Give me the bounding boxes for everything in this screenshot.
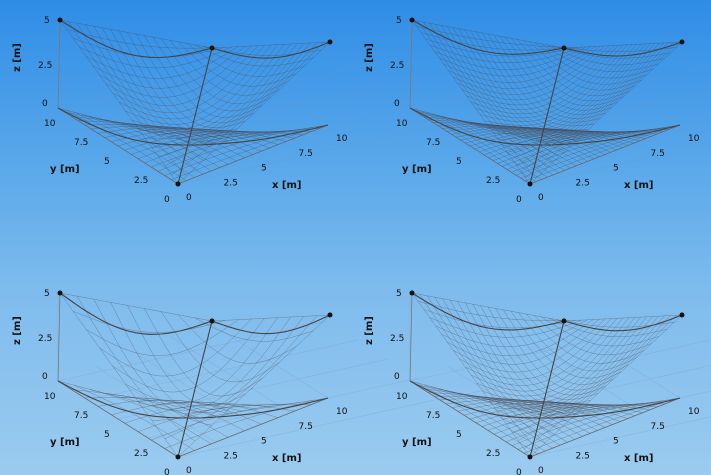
x-tick-label: 10 [688,407,700,417]
y-tick-label: 2.5 [486,449,500,459]
z-axis-label: z [m] [364,43,375,72]
anchor-point [527,181,533,187]
z-tick-label: 0 [394,372,400,382]
y-axis-label: y [m] [50,437,80,448]
anchor-point [175,181,181,187]
z-tick-label: 2.5 [390,334,404,344]
y-tick-label: 0 [164,195,170,205]
x-tick-label: 10 [336,407,348,417]
x-axis-label: x [m] [624,453,654,464]
x-tick-label: 7.5 [299,149,313,159]
y-tick-label: 10 [44,392,56,402]
tick-labels: 0 2.5 5 0 2.5 5 7.5 10 0 2.5 5 7.5 10 [390,289,700,475]
boundary-cables [57,292,331,458]
anchor-point [561,45,567,51]
membrane-mesh [57,292,331,458]
anchor-point [527,454,533,460]
x-tick-label: 0 [538,466,544,475]
x-tick-label: 2.5 [224,178,238,188]
x-axis-label: x [m] [624,180,654,191]
tick-labels: 0 2.5 5 0 2.5 5 7.5 10 0 2.5 5 7.5 10 [38,289,348,475]
anchor-point [409,17,415,23]
y-tick-label: 7.5 [74,411,88,421]
y-axis-label: y [m] [402,164,432,175]
y-tick-label: 0 [516,468,522,475]
x-tick-label: 10 [336,134,348,144]
z-axis-label: z [m] [364,316,375,345]
z-tick-label: 5 [396,16,402,26]
y-tick-label: 5 [456,430,462,440]
anchor-point [57,290,63,296]
x-tick-label: 5 [261,437,267,447]
panel-top-right: 0 2.5 5 0 2.5 5 7.5 10 0 2.5 5 7.5 10 z [m] y [m] x [m] [364,16,711,205]
y-tick-label: 5 [104,157,110,167]
panel-grid [57,20,449,185]
panel-grid [57,293,449,458]
panel-bottom-right: 0 2.5 5 0 2.5 5 7.5 10 0 2.5 5 7.5 10 z [m] y [m] x [m] [364,289,711,475]
y-axis-label: y [m] [402,437,432,448]
y-tick-label: 7.5 [74,138,88,148]
panel-top-left: 0 2.5 5 0 2.5 5 7.5 10 0 2.5 5 7.5 10 z [m] y [m] x [m] [12,16,449,205]
y-axis-label: y [m] [50,164,80,175]
y-tick-label: 10 [396,392,408,402]
x-tick-label: 0 [538,193,544,203]
anchor-point [209,45,215,51]
x-tick-label: 2.5 [576,451,590,461]
x-axis-label: x [m] [272,453,302,464]
x-tick-label: 10 [688,134,700,144]
boundary-cables [409,19,683,185]
z-tick-label: 5 [396,289,402,299]
z-tick-label: 0 [42,99,48,109]
x-tick-label: 2.5 [224,451,238,461]
z-tick-label: 5 [44,289,50,299]
anchor-point [57,17,63,23]
anchor-point [409,290,415,296]
x-tick-label: 0 [186,193,192,203]
y-tick-label: 7.5 [426,138,440,148]
y-tick-label: 0 [516,195,522,205]
x-tick-label: 7.5 [299,422,313,432]
z-tick-label: 2.5 [38,334,52,344]
z-axis-label: z [m] [12,316,23,345]
boundary-cables [409,292,683,458]
x-tick-label: 7.5 [651,149,665,159]
x-tick-label: 2.5 [576,178,590,188]
y-tick-label: 2.5 [486,176,500,186]
y-tick-label: 5 [456,157,462,167]
anchor-point [327,39,333,45]
y-tick-label: 10 [44,119,56,129]
anchor-point [561,318,567,324]
x-tick-label: 5 [261,164,267,174]
z-axis-label: z [m] [12,43,23,72]
anchor-point [209,318,215,324]
z-tick-label: 2.5 [38,61,52,71]
x-tick-label: 7.5 [651,422,665,432]
x-tick-label: 0 [186,466,192,475]
x-tick-label: 5 [613,164,619,174]
y-tick-label: 2.5 [134,449,148,459]
y-tick-label: 7.5 [426,411,440,421]
y-tick-label: 10 [396,119,408,129]
tick-labels: 0 2.5 5 0 2.5 5 7.5 10 0 2.5 5 7.5 10 [390,16,700,205]
anchor-point [679,39,685,45]
z-tick-label: 0 [42,372,48,382]
panel-bottom-left: 0 2.5 5 0 2.5 5 7.5 10 0 2.5 5 7.5 10 z [m] y [m] x [m] [12,289,449,475]
y-tick-label: 2.5 [134,176,148,186]
z-tick-label: 2.5 [390,61,404,71]
boundary-cables [57,19,331,185]
x-axis-label: x [m] [272,180,302,191]
anchor-point [175,454,181,460]
z-tick-label: 5 [44,16,50,26]
anchor-point [679,312,685,318]
x-tick-label: 5 [613,437,619,447]
anchor-point [327,312,333,318]
z-tick-label: 0 [394,99,400,109]
tick-labels: 0 2.5 5 0 2.5 5 7.5 10 0 2.5 5 7.5 10 [38,16,348,205]
y-tick-label: 5 [104,430,110,440]
y-tick-label: 0 [164,468,170,475]
